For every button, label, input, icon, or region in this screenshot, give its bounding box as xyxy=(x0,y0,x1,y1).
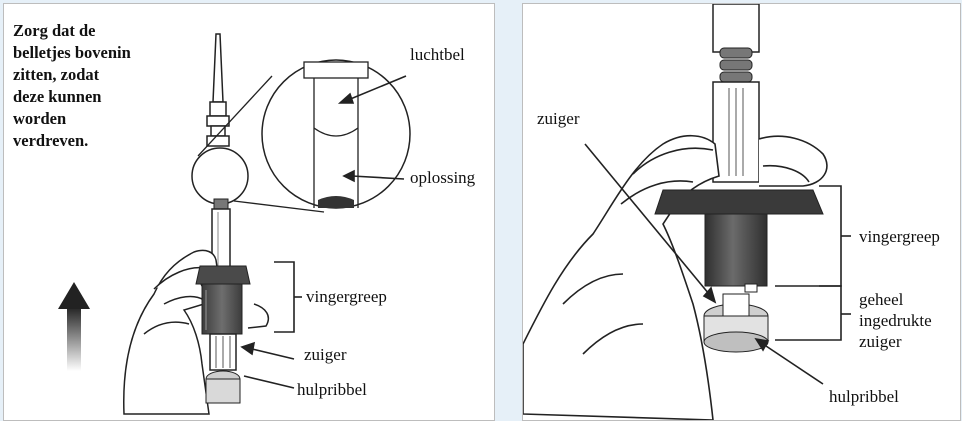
label-fully-depressed-line-1: geheel xyxy=(859,289,903,310)
instruction-line: verdreven. xyxy=(13,130,181,152)
label-fully-depressed-line-3: zuiger xyxy=(859,331,901,352)
left-illustration-panel: Zorg dat de belletjes bovenin zitten, zo… xyxy=(3,3,495,421)
instruction-line: worden xyxy=(13,108,181,130)
label-help-rib: hulpribbel xyxy=(829,386,899,407)
label-plunger: zuiger xyxy=(537,108,579,129)
syringe-barrel xyxy=(713,4,759,182)
instruction-line: deze kunnen xyxy=(13,86,181,108)
label-fully-depressed-line-2: ingedrukte xyxy=(859,310,932,331)
instruction-text: Zorg dat de belletjes bovenin zitten, zo… xyxy=(13,20,181,152)
label-finger-grip: vingergreep xyxy=(306,286,387,307)
label-help-rib: hulpribbel xyxy=(297,379,367,400)
label-finger-grip: vingergreep xyxy=(859,226,940,247)
label-solution: oplossing xyxy=(410,167,475,188)
label-air-bubble: luchtbel xyxy=(410,44,465,65)
plunger xyxy=(206,334,240,403)
syringe-closeup-illustration xyxy=(523,4,960,420)
magnified-view xyxy=(262,60,410,208)
zoom-source-circle xyxy=(192,148,248,204)
label-plunger: zuiger xyxy=(304,344,346,365)
instruction-line: Zorg dat de xyxy=(13,20,181,42)
instruction-line: belletjes bovenin xyxy=(13,42,181,64)
needle-cap xyxy=(207,34,229,146)
finger-grip xyxy=(196,266,250,334)
right-illustration-panel: zuiger vingergreep geheel ingedrukte zui… xyxy=(522,3,961,421)
upward-arrow-icon xyxy=(58,282,90,371)
instruction-line: zitten, zodat xyxy=(13,64,181,86)
hand-illustration xyxy=(523,136,827,420)
